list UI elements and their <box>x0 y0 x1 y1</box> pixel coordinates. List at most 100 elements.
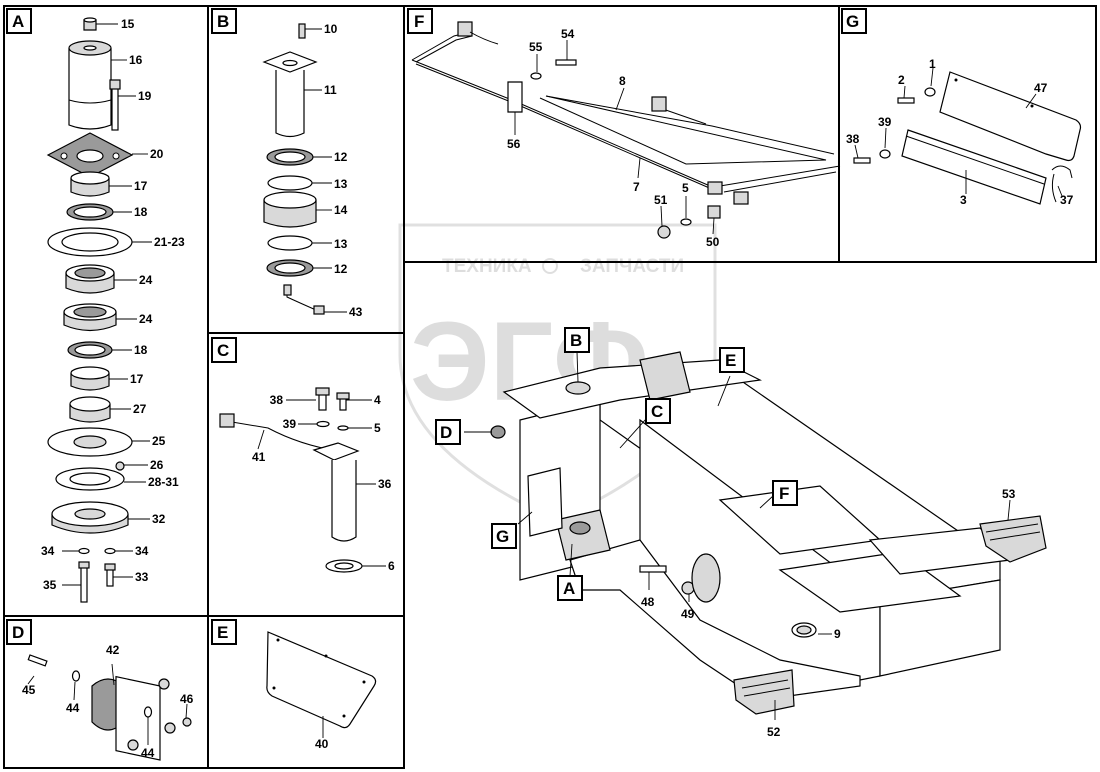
callout: 52 <box>767 725 781 739</box>
main-marker-a: A <box>557 575 583 601</box>
svg-text:F: F <box>779 484 789 503</box>
main-marker-g: G <box>491 523 517 549</box>
svg-text:D: D <box>12 623 24 642</box>
callout: 4 <box>374 393 381 407</box>
panel-c-parts <box>219 387 363 573</box>
callout: 5 <box>682 181 689 195</box>
main-leaders <box>464 351 1011 720</box>
callout: 16 <box>129 53 143 67</box>
callout: 35 <box>43 578 57 592</box>
callout: 34 <box>41 544 55 558</box>
svg-text:A: A <box>563 579 575 598</box>
callout: 41 <box>252 450 266 464</box>
callout: 38 <box>270 393 284 407</box>
callout: 25 <box>152 434 166 448</box>
callout: 55 <box>529 40 543 54</box>
callout: 2 <box>898 73 905 87</box>
section-label-d: D <box>6 619 32 645</box>
callout: 10 <box>324 22 338 36</box>
callout: 12 <box>334 262 348 276</box>
callout: 14 <box>334 203 348 217</box>
callout: 39 <box>878 115 892 129</box>
panel-b-frame <box>207 5 405 334</box>
callout: 17 <box>134 179 148 193</box>
panel-b-parts <box>262 23 325 315</box>
panel-e-frame <box>207 615 405 769</box>
callout: 7 <box>633 180 640 194</box>
svg-text:B: B <box>217 12 229 31</box>
svg-text:A: A <box>12 12 24 31</box>
callout: 42 <box>106 643 120 657</box>
callout: 17 <box>130 372 144 386</box>
panel-d-leaders <box>27 663 188 745</box>
svg-text:D: D <box>440 423 452 442</box>
panel-b-leaders <box>304 28 347 313</box>
callout: 45 <box>22 683 36 697</box>
panel-f-parts <box>411 21 841 239</box>
callout: 18 <box>134 205 148 219</box>
callout: 28-31 <box>148 475 179 489</box>
callout: 19 <box>138 89 152 103</box>
main-frame-assembly <box>490 351 1047 715</box>
main-callouts: 53 48 49 9 52 <box>641 487 1016 739</box>
svg-text:E: E <box>725 351 736 370</box>
callout: 13 <box>334 237 348 251</box>
callout: 51 <box>654 193 668 207</box>
panel-a-leaders <box>62 23 152 586</box>
callout: 18 <box>134 343 148 357</box>
panel-f-leaders <box>514 40 715 235</box>
callout: 32 <box>152 512 166 526</box>
callout: 3 <box>960 193 967 207</box>
panel-g-frame <box>838 5 1097 263</box>
callout: 34 <box>135 544 149 558</box>
callout: 5 <box>374 421 381 435</box>
watermark-line1: ТЕХНИКА <box>442 256 532 277</box>
svg-text:E: E <box>217 623 228 642</box>
callout: 27 <box>133 402 147 416</box>
svg-text:G: G <box>846 12 859 31</box>
main-marker-b: B <box>564 327 590 353</box>
svg-text:C: C <box>651 402 663 421</box>
section-label-c: C <box>211 337 237 363</box>
gear-icon <box>542 258 558 274</box>
main-marker-f: F <box>772 480 798 506</box>
svg-text:G: G <box>496 527 509 546</box>
callout: 48 <box>641 595 655 609</box>
panel-d-callouts: 42 45 44 46 44 <box>22 643 194 760</box>
callout: 56 <box>507 137 521 151</box>
callout: 24 <box>139 312 153 326</box>
callout: 54 <box>561 27 575 41</box>
callout: 24 <box>139 273 153 287</box>
svg-text:B: B <box>570 331 582 350</box>
callout: 11 <box>324 83 337 97</box>
main-marker-c: C <box>645 398 671 424</box>
callout: 21-23 <box>154 235 185 249</box>
callout: 43 <box>349 305 363 319</box>
callout: 36 <box>378 477 392 491</box>
section-label-g: G <box>841 8 867 34</box>
section-label-b: B <box>211 8 237 34</box>
panel-c-leaders <box>257 399 386 567</box>
panel-c-callouts: 38 4 39 5 41 36 6 <box>252 393 395 573</box>
callout: 9 <box>834 627 841 641</box>
callout: 20 <box>150 147 164 161</box>
main-marker-d: D <box>435 419 461 445</box>
section-label-f: F <box>407 8 433 34</box>
panel-a-callouts: 15 16 19 20 17 18 21-23 24 24 18 17 27 2… <box>41 17 185 592</box>
callout: 12 <box>334 150 348 164</box>
callout: 33 <box>135 570 149 584</box>
callout: 44 <box>66 701 80 715</box>
callout: 39 <box>283 417 297 431</box>
panel-d-parts <box>27 654 192 761</box>
callout: 44 <box>141 746 155 760</box>
callout: 53 <box>1002 487 1016 501</box>
panel-e-parts <box>266 631 377 729</box>
callout: 8 <box>619 74 626 88</box>
callout: 26 <box>150 458 164 472</box>
callout: 6 <box>388 559 395 573</box>
callout: 38 <box>846 132 860 146</box>
callout: 1 <box>929 57 936 71</box>
panel-f-callouts: 55 54 8 56 7 5 51 50 <box>507 27 720 249</box>
callout: 13 <box>334 177 348 191</box>
